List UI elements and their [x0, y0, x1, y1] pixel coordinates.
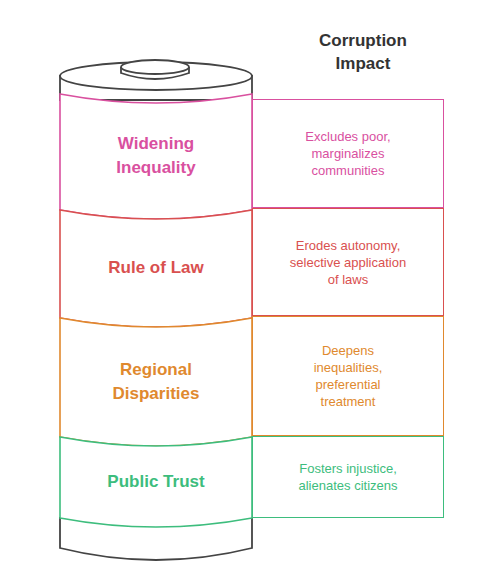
- cylinder-cap: [121, 60, 189, 74]
- description-text: Deepens inequalities, preferential treat…: [298, 342, 398, 410]
- description-box: Fosters injustice, alienates citizens: [252, 436, 444, 518]
- band-shape: [60, 210, 252, 327]
- diagram-title: Corruption Impact: [303, 29, 423, 75]
- cylinder-band: Regional Disparities: [60, 318, 252, 437]
- description-box: Deepens inequalities, preferential treat…: [252, 316, 444, 436]
- band-label: Regional Disparities: [91, 358, 221, 406]
- description-text: Excludes poor, marginalizes communities: [283, 128, 413, 179]
- description-text: Erodes autonomy, selective application o…: [283, 237, 413, 288]
- band-label: Widening Inequality: [91, 132, 221, 180]
- band-shape: [60, 94, 252, 219]
- description-box: Erodes autonomy, selective application o…: [252, 208, 444, 316]
- band-shape: [60, 437, 252, 527]
- description-text: Fosters injustice, alienates citizens: [283, 460, 413, 494]
- cylinder-band: Rule of Law: [60, 210, 252, 318]
- cylinder-band: Public Trust: [60, 437, 252, 518]
- band-label: Public Trust: [91, 470, 221, 494]
- band-shape: [60, 318, 252, 446]
- cylinder-band: Widening Inequality: [60, 94, 252, 210]
- description-box: Excludes poor, marginalizes communities: [252, 99, 444, 208]
- band-label: Rule of Law: [91, 256, 221, 280]
